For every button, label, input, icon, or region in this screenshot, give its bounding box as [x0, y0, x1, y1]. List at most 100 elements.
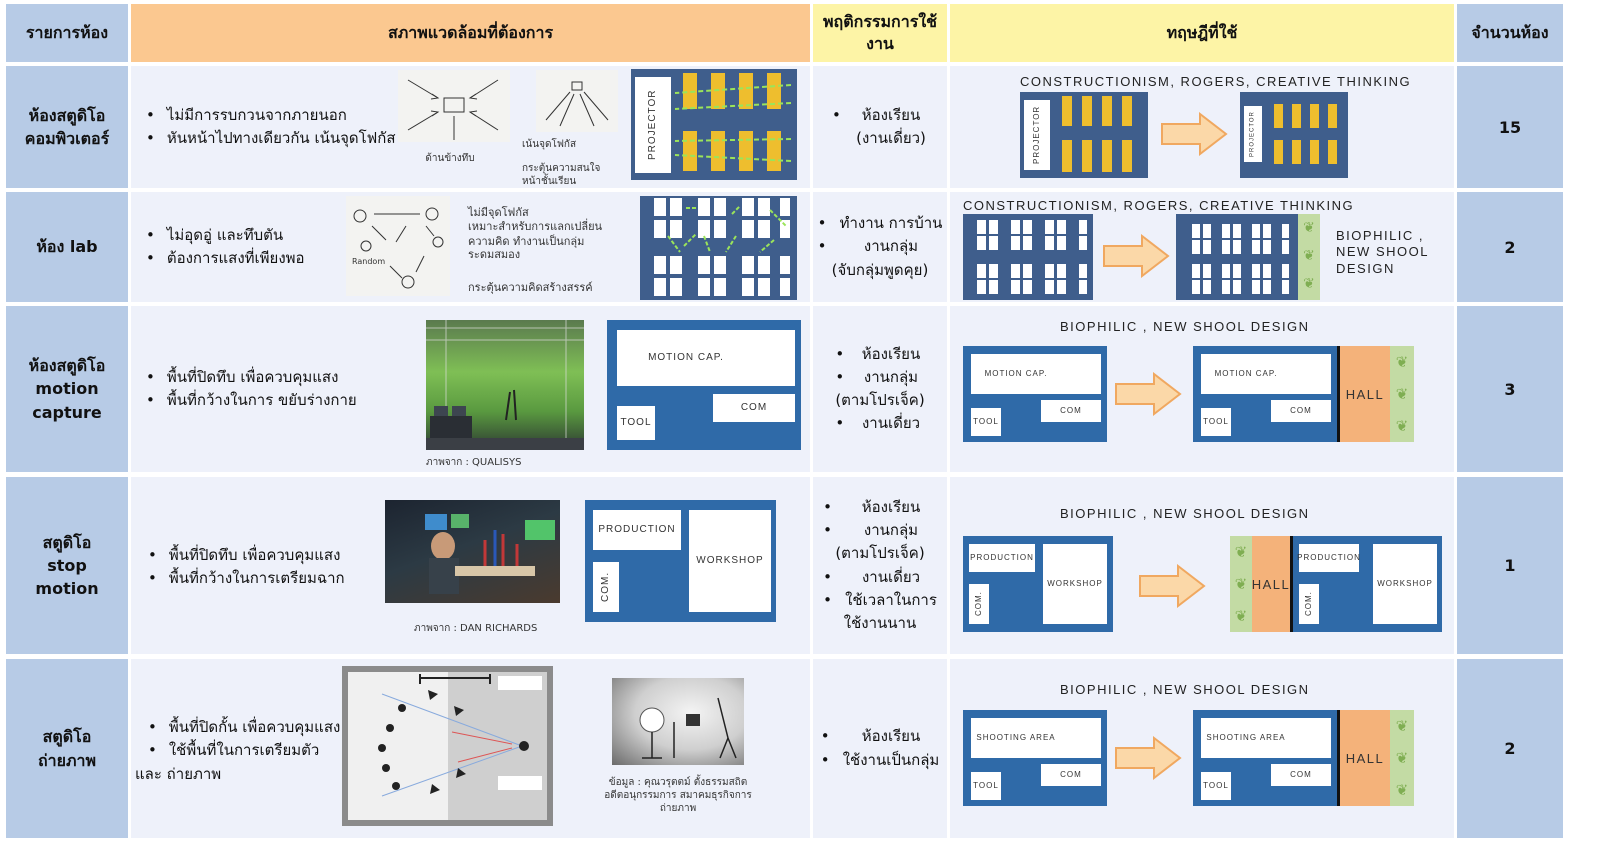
env-item: พื้นที่ปิดทึบ เพื่อควบคุมแสง [146, 366, 376, 389]
env-list-computer: ไม่มีการรบกวนจากภายนอก หันหน้าไปทางเดียว… [146, 104, 396, 151]
env-item: ต้องการแสงที่เพียงพอ [146, 247, 346, 270]
sketch-focus [536, 70, 618, 132]
theory-title-computer: CONSTRUCTIONISM, ROGERS, CREATIVE THINKI… [1020, 74, 1412, 89]
behavior-item: ใช้เวลาในการ [823, 589, 937, 613]
desk [683, 73, 697, 109]
table [1222, 280, 1230, 294]
motion-capture-photo-drawing [426, 320, 584, 450]
desk [767, 73, 781, 109]
behavior-item: ห้องเรียน [835, 343, 924, 367]
table [989, 280, 998, 294]
arrow-right-icon [1115, 372, 1182, 416]
table [698, 198, 710, 216]
behavior-item: ห้องเรียน [823, 496, 937, 520]
row-name-motion: ห้องสตูดิโอ motion capture [6, 306, 128, 472]
photo-studio-plan-drawing [348, 672, 547, 820]
table [1233, 224, 1241, 238]
behavior-lab: ทำงาน การบ้าน งานกลุ่ม (จับกลุ่มพูดคุย) [813, 192, 947, 302]
table [698, 220, 710, 238]
env-item: ไม่อุดอู่ และทึบตัน [146, 224, 346, 247]
table [989, 220, 998, 234]
table [1203, 224, 1211, 238]
row-name-computer-text: ห้องสตูดิโอ คอมพิวเตอร์ [24, 105, 110, 148]
env-list-photo: พื้นที่ปิดกั้น เพื่อควบคุมแสง ใช้พื้นที่… [148, 716, 348, 763]
com-area: COM [1041, 764, 1101, 786]
plant-strip: ❦❦❦ [1390, 346, 1414, 442]
tool-area: TOOL [971, 408, 1001, 436]
env-list-stop-motion: พื้นที่ปิดทึบ เพื่อควบคุมแสง พื้นที่กว้า… [148, 544, 378, 591]
workshop-area: WORKSHOP [689, 510, 771, 612]
row-name-lab: ห้อง lab [6, 192, 128, 302]
table [714, 278, 726, 296]
photo-studio-photo [612, 678, 744, 765]
com-area: COM. [969, 584, 989, 624]
table [654, 256, 666, 274]
table [1282, 264, 1289, 278]
desk [1310, 104, 1319, 128]
theory-plan-before: PROJECTOR [1020, 92, 1148, 178]
theory-title-stop-motion: BIOPHILIC , NEW SHOOL DESIGN [1060, 506, 1310, 521]
env-item: ไม่มีการรบกวนจากภายนอก [146, 104, 396, 127]
table [1011, 280, 1020, 294]
behavior-stop-motion: ห้องเรียน งานกลุ่ม (ตามโปรเจ็ค) งานเดี่ย… [813, 477, 947, 654]
motion-cap-area: MOTION CAP. [971, 354, 1101, 394]
desk [1310, 140, 1319, 164]
count-computer-text: 15 [1498, 117, 1522, 137]
plan-motion-capture: MOTION CAP. COM TOOL [607, 320, 801, 450]
theory-photo-before: SHOOTING AREA COM TOOL [963, 710, 1107, 806]
hall-area: HALL [1252, 536, 1290, 632]
theory-lab-after [1176, 214, 1298, 300]
table [758, 220, 770, 238]
sightline-arrows [674, 84, 792, 162]
table [1203, 240, 1211, 254]
table [1252, 264, 1260, 278]
header-count-text: จำนวนห้อง [1471, 23, 1549, 43]
theory-lab-before [963, 214, 1093, 300]
arrow-right-icon [1103, 234, 1170, 278]
header-environment-text: สภาพแวดล้อมที่ต้องการ [387, 23, 554, 43]
hall-area: HALL [1340, 710, 1390, 806]
com-area: COM. [1299, 584, 1319, 624]
behavior-item: ห้องเรียน [821, 725, 940, 749]
theory-side-lab: BIOPHILIC , NEW SHOOL DESIGN [1336, 228, 1429, 276]
shooting-area: SHOOTING AREA [971, 718, 1101, 758]
table [1045, 264, 1054, 278]
table [654, 220, 666, 238]
desk [1292, 104, 1301, 128]
theory-plan-after: PROJECTOR [1240, 92, 1348, 178]
theory-title-photo: BIOPHILIC , NEW SHOOL DESIGN [1060, 682, 1310, 697]
env-list-motion: พื้นที่ปิดทึบ เพื่อควบคุมแสง พื้นที่กว้า… [146, 366, 376, 413]
table [758, 256, 770, 274]
table [670, 256, 682, 274]
table [1057, 220, 1066, 234]
table [1233, 264, 1241, 278]
row-name-motion-text: ห้องสตูดิโอ motion capture [28, 356, 106, 422]
table [1263, 280, 1271, 294]
photo-studio-plan [342, 666, 553, 826]
table [670, 278, 682, 296]
row-name-stop-motion: สตูดิโอ stop motion [6, 477, 128, 654]
hall-area: HALL [1340, 346, 1390, 442]
com-area: COM [713, 394, 795, 422]
table [758, 198, 770, 216]
behavior-item: (จับกลุ่มพูดคุย) [831, 260, 929, 279]
env-item: พื้นที่กว้างในการ ขยับร่างกาย [146, 389, 376, 412]
table [1079, 280, 1087, 294]
table [670, 198, 682, 216]
count-photo-text: 2 [1504, 739, 1516, 758]
table [1233, 240, 1241, 254]
sketch-random: Random [346, 196, 450, 296]
table [1192, 240, 1200, 254]
table [1222, 264, 1230, 278]
desk [1274, 140, 1283, 164]
lab-note-1: ไม่มีจุดโฟกัส [468, 206, 529, 219]
theory-stop-after: PRODUCTION WORKSHOP COM. [1293, 536, 1442, 632]
header-room-list-text: รายการห้อง [25, 23, 109, 43]
header-behavior-text: พฤติกรรมการใช้งาน [823, 12, 937, 53]
plant-strip: ❦❦❦ [1390, 710, 1414, 806]
desk [1102, 96, 1112, 126]
count-stop-motion-text: 1 [1504, 556, 1516, 575]
count-motion-text: 3 [1504, 379, 1516, 399]
desk [739, 131, 753, 171]
table [977, 220, 986, 234]
